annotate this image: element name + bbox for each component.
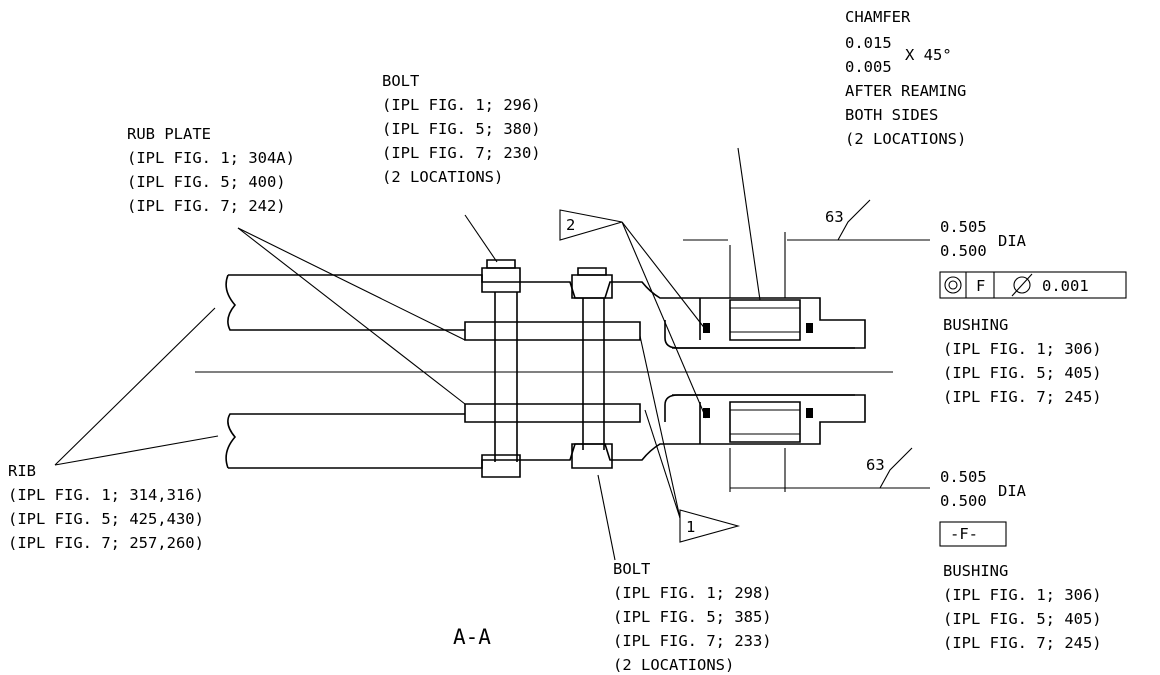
fcf-datum: F [976,277,985,295]
bolt-lower-ref-2: (IPL FIG. 5; 385) [613,608,772,626]
dim-upper-min: 0.500 [940,242,987,260]
dim-lower-min: 0.500 [940,492,987,510]
rib-title: RIB [8,462,36,480]
diameter-icon [1011,273,1033,297]
rib-ref-1: (IPL FIG. 1; 314,316) [8,486,204,504]
bushing-upper-ref-1: (IPL FIG. 1; 306) [943,340,1102,358]
bolt-lower-title: BOLT [613,560,650,578]
datum-label: -F- [950,525,978,543]
dimension-lines [683,199,930,492]
bolt-lower-qty: (2 LOCATIONS) [613,656,734,674]
bolt-upper-ref-3: (IPL FIG. 7; 230) [382,144,541,162]
bolt-upper-qty: (2 LOCATIONS) [382,168,503,186]
fcf-tolerance: 0.001 [1042,277,1089,295]
part-geometry [195,259,893,478]
bushing-lower-title: BUSHING [943,562,1008,580]
datum-box: -F- [939,521,1007,547]
bushing-lower-ref-1: (IPL FIG. 1; 306) [943,586,1102,604]
dim-lower-unit: DIA [998,482,1027,500]
bushing-upper-title: BUSHING [943,316,1008,334]
chamfer-title: CHAMFER [845,8,911,26]
chamfer-upper: 0.015 [845,34,892,52]
flag-note-2: 2 [559,209,623,241]
rib-ref-3: (IPL FIG. 7; 257,260) [8,534,204,552]
dim-lower-max: 0.505 [940,468,987,486]
flag-2-text: 2 [566,216,575,234]
bushing-upper-ref-3: (IPL FIG. 7; 245) [943,388,1102,406]
feature-control-frame: F 0.001 [939,271,1127,299]
finish-upper: 63 [825,208,844,226]
rub-plate-ref-3: (IPL FIG. 7; 242) [127,197,286,215]
bolt-upper-ref-1: (IPL FIG. 1; 296) [382,96,541,114]
bolt-lower-ref-3: (IPL FIG. 7; 233) [613,632,772,650]
bushing-lower-ref-2: (IPL FIG. 5; 405) [943,610,1102,628]
flag-note-1: 1 [679,509,741,543]
concentricity-icon [944,276,962,294]
leader-lines [54,147,761,561]
chamfer-note-1: AFTER REAMING [845,82,966,100]
chamfer-note-2: BOTH SIDES [845,106,938,124]
bushing-upper-ref-2: (IPL FIG. 5; 405) [943,364,1102,382]
rub-plate-ref-2: (IPL FIG. 5; 400) [127,173,286,191]
rub-plate-title: RUB PLATE [127,125,211,143]
dim-upper-max: 0.505 [940,218,987,236]
rub-plate-ref-1: (IPL FIG. 1; 304A) [127,149,295,167]
flag-1-text: 1 [686,518,695,536]
section-label: A-A [453,625,491,649]
bolt-1-shape [481,259,521,478]
bolt-2-shape [571,267,613,469]
chamfer-angle: X 45° [905,46,952,64]
dim-upper-unit: DIA [998,232,1027,250]
chamfer-lower: 0.005 [845,58,892,76]
bolt-upper-title: BOLT [382,72,419,90]
chamfer-note-3: (2 LOCATIONS) [845,130,966,148]
finish-lower: 63 [866,456,885,474]
bolt-upper-ref-2: (IPL FIG. 5; 380) [382,120,541,138]
rib-ref-2: (IPL FIG. 5; 425,430) [8,510,204,528]
bushing-lower-ref-3: (IPL FIG. 7; 245) [943,634,1102,652]
bolt-lower-ref-1: (IPL FIG. 1; 298) [613,584,772,602]
